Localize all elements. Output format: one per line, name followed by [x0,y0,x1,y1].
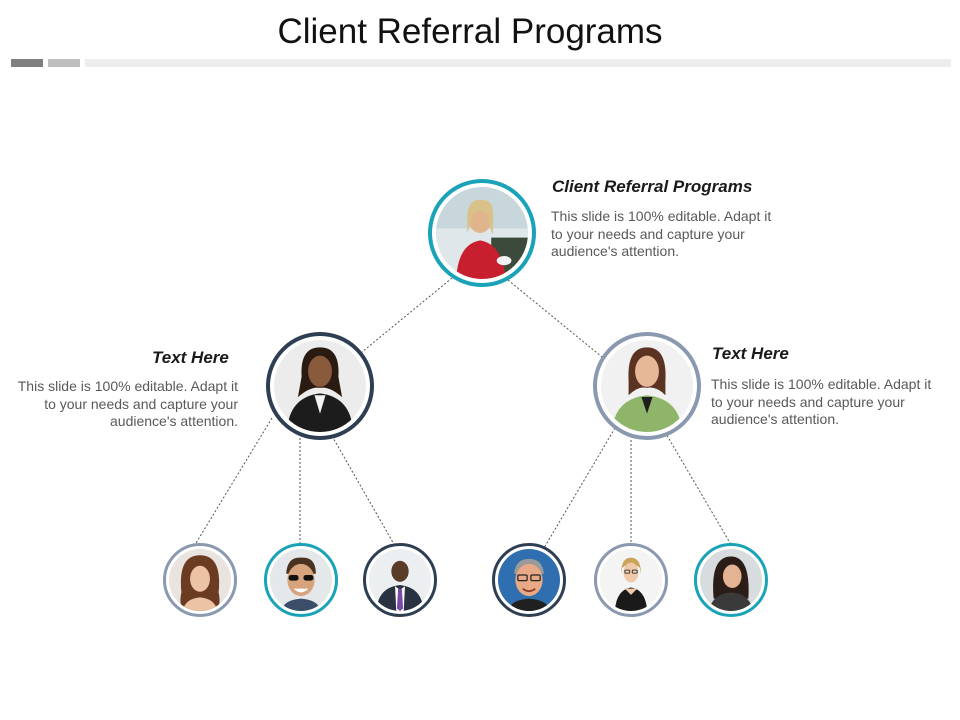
left-heading: Text Here [152,348,229,367]
leaf-node-1 [163,543,237,617]
woman-red-dress-photo [436,187,528,279]
connector-right-leaf3 [664,431,734,549]
leaf-node-6 [694,543,768,617]
woman-dark-hair-photo [700,549,762,611]
woman-green-jacket-photo [601,340,693,432]
node-top [428,179,536,287]
leaf-node-4 [492,543,566,617]
node-left [266,332,374,440]
page-title: Client Referral Programs [277,12,663,51]
man-sunglasses-photo [270,549,332,611]
leaf-node-2 [264,543,338,617]
leaf-node-5 [594,543,668,617]
connector-left-leaf3 [331,435,396,547]
connector-top-right [507,279,603,358]
woman-blonde-glasses-photo [600,549,662,611]
woman-curly-hair-photo [169,549,231,611]
woman-black-suit-photo [274,340,366,432]
leaf-node-3 [363,543,437,617]
connector-right-leaf1 [543,427,616,549]
man-suit-purple-tie-photo [369,549,431,611]
title-bar-segment-dark [11,59,43,67]
top-heading: Client Referral Programs [552,177,753,196]
title-bar-track [85,59,951,67]
connector-left-leaf1 [192,417,273,549]
right-heading: Text Here [712,344,789,363]
top-body-text: This slide is 100% editable. Adapt it to… [551,208,772,259]
man-glasses-photo [498,549,560,611]
connector-top-left [361,277,453,353]
left-body-text: This slide is 100% editable. Adapt it to… [17,378,238,429]
right-body-text: This slide is 100% editable. Adapt it to… [711,376,932,427]
node-right [593,332,701,440]
title-bar-segment-light [48,59,80,67]
